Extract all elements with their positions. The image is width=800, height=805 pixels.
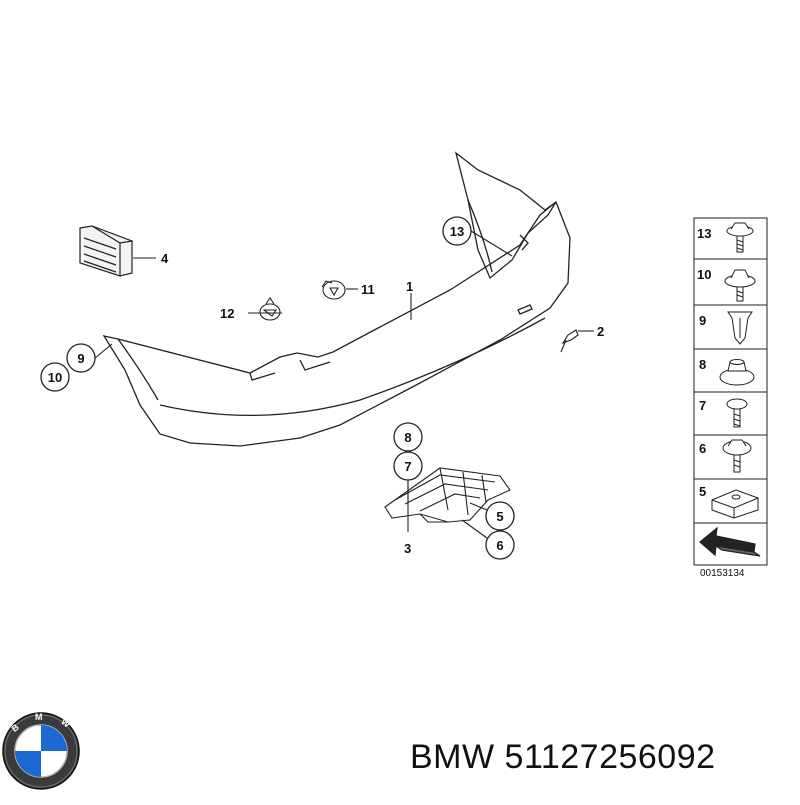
legend-number-9: 9 <box>699 313 706 328</box>
leader-lines <box>94 230 594 539</box>
label-3: 3 <box>404 541 411 556</box>
callout-10: 10 <box>40 362 70 392</box>
callout-8: 8 <box>393 422 423 452</box>
callout-6-text: 6 <box>496 538 503 553</box>
callout-5-text: 5 <box>496 509 503 524</box>
bumper-cover <box>102 151 571 447</box>
part-2-clip <box>560 329 579 353</box>
part-number: 51127256092 <box>504 738 716 776</box>
part-number-caption: BMW 51127256092 <box>410 738 795 777</box>
legend-cell-13: 13 <box>693 217 768 260</box>
logo-letter-m: M <box>35 712 43 722</box>
label-4: 4 <box>161 251 169 266</box>
legend-cell-6: 6 <box>693 434 768 480</box>
callout-9: 9 <box>66 343 96 373</box>
part-12-clip <box>259 297 281 321</box>
legend-number-10: 10 <box>697 267 711 282</box>
part-3-under-panel <box>384 467 511 523</box>
callout-10-text: 10 <box>48 370 62 385</box>
logo-letter-b: B <box>10 722 22 734</box>
callout-7-text: 7 <box>404 459 411 474</box>
bmw-logo: B M W <box>2 712 80 790</box>
part-11-clip <box>321 280 346 300</box>
label-11: 11 <box>361 282 375 297</box>
direction-arrow-icon <box>699 526 761 557</box>
label-1: 1 <box>406 279 413 294</box>
callout-13-text: 13 <box>450 224 464 239</box>
label-12: 12 <box>220 306 234 321</box>
legend-cell-7: 7 <box>693 391 768 436</box>
callout-5: 5 <box>485 501 515 531</box>
legend-cell-9: 9 <box>693 304 768 350</box>
legend-cell-arrow <box>693 522 768 566</box>
callout-9-text: 9 <box>77 351 84 366</box>
callout-6: 6 <box>485 530 515 560</box>
legend-cell-8: 8 <box>693 348 768 393</box>
legend-number-5: 5 <box>699 484 706 499</box>
callout-13: 13 <box>442 216 472 246</box>
diagram-id: 00153134 <box>700 568 745 579</box>
label-2: 2 <box>597 324 604 339</box>
legend-cell-5: 5 <box>693 478 768 524</box>
legend-number-8: 8 <box>699 357 706 372</box>
part-4-grille <box>79 225 133 277</box>
brand-name: BMW <box>410 738 495 776</box>
legend-cell-10: 10 <box>693 258 768 306</box>
legend-number-6: 6 <box>699 441 706 456</box>
callout-7: 7 <box>393 451 423 481</box>
legend-panel: 13 10 9 <box>693 217 768 579</box>
legend-number-7: 7 <box>699 398 706 413</box>
legend-number-13: 13 <box>697 226 711 241</box>
callout-8-text: 8 <box>404 430 411 445</box>
